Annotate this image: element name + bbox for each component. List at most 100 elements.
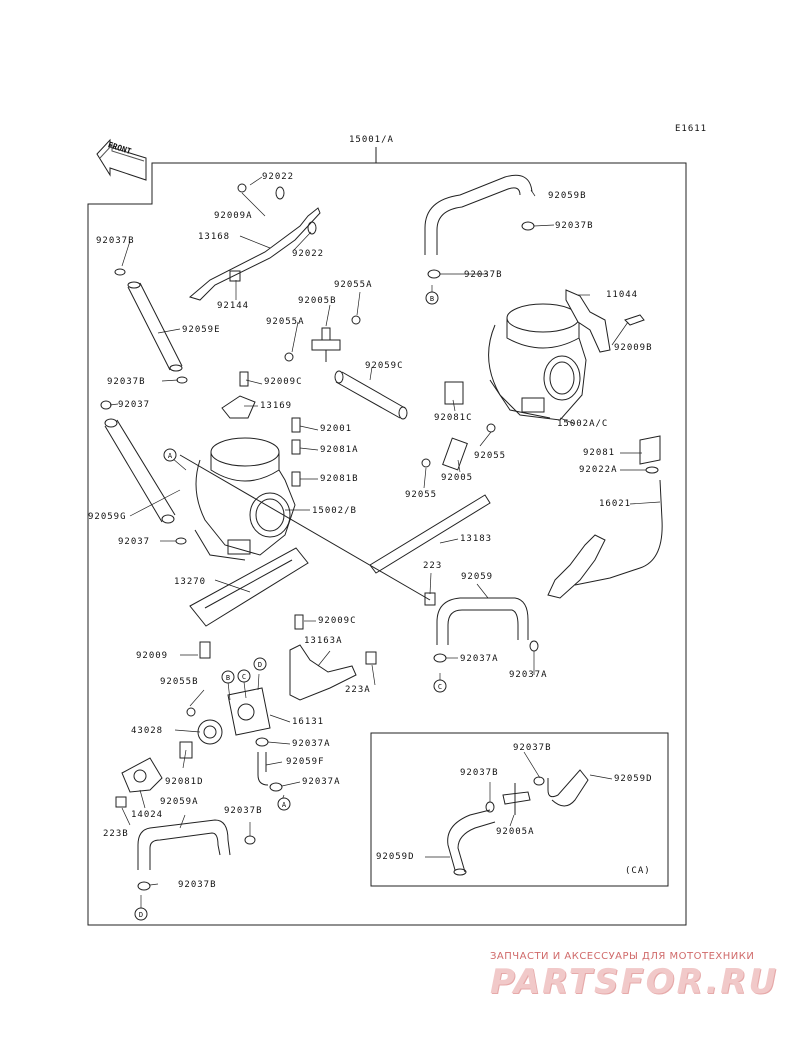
ca-label-92037B-b: 92037B bbox=[460, 768, 499, 778]
label-11044: 11044 bbox=[606, 290, 639, 300]
label-92081A: 92081A bbox=[320, 445, 359, 455]
callout-c-1-text: C bbox=[438, 683, 442, 691]
label-92037-a: 92037 bbox=[118, 400, 151, 410]
callout-c-2-text: C bbox=[242, 673, 246, 681]
label-92037-b: 92037 bbox=[118, 537, 151, 547]
label-223: 223 bbox=[423, 561, 443, 571]
label-92009A: 92009A bbox=[214, 211, 253, 221]
callout-d-1 bbox=[134, 907, 148, 921]
hose-92059 bbox=[436, 597, 529, 645]
callout-b-1 bbox=[425, 291, 439, 305]
callout-a-2-text: A bbox=[282, 801, 287, 809]
carburetor-15002B bbox=[194, 437, 296, 561]
hose-92059C bbox=[335, 371, 406, 419]
callout-b-1-text: B bbox=[430, 295, 434, 303]
label-92001: 92001 bbox=[320, 424, 353, 434]
label-92081C: 92081C bbox=[434, 413, 473, 423]
callout-c-1 bbox=[433, 679, 447, 693]
label-13183: 13183 bbox=[460, 534, 493, 544]
label-92009: 92009 bbox=[136, 651, 169, 661]
label-92022-b: 92022 bbox=[292, 249, 325, 259]
hose-92059B bbox=[424, 174, 533, 255]
callout-d-2-text: D bbox=[258, 661, 262, 669]
hose-92059A bbox=[137, 819, 231, 870]
label-223B: 223B bbox=[103, 829, 129, 839]
ca-label-92059D-b: 92059D bbox=[376, 852, 415, 862]
label-92037A-b: 92037A bbox=[509, 670, 548, 680]
label-92022: 92022 bbox=[262, 172, 295, 182]
bracket-13163A bbox=[289, 644, 357, 701]
label-92037A-c: 92037A bbox=[292, 739, 331, 749]
label-43028: 43028 bbox=[131, 726, 164, 736]
label-92081D: 92081D bbox=[165, 777, 204, 787]
label-92037B-a: 92037B bbox=[96, 236, 135, 246]
label-15002AC: 15002A/C bbox=[557, 419, 609, 429]
ca-label-92059D-a: 92059D bbox=[614, 774, 653, 784]
callout-a-1 bbox=[163, 448, 177, 462]
label-13270: 13270 bbox=[174, 577, 207, 587]
plate-13270 bbox=[189, 547, 309, 627]
label-15002B: 15002/B bbox=[312, 506, 357, 516]
label-16131: 16131 bbox=[292, 717, 325, 727]
watermark-tagline: ЗАПЧАСТИ И АКСЕССУАРЫ ДЛЯ МОТОТЕХНИКИ bbox=[490, 951, 755, 962]
cable-16021 bbox=[574, 479, 663, 586]
label-92055-a: 92055 bbox=[474, 451, 507, 461]
label-92037B-e: 92037B bbox=[555, 221, 594, 231]
ca-label-92005A: 92005A bbox=[496, 827, 535, 837]
ca-label-92037B-a: 92037B bbox=[513, 743, 552, 753]
callout-d-1-text: D bbox=[139, 911, 143, 919]
label-92037A-a: 92037A bbox=[460, 654, 499, 664]
label-13163A: 13163A bbox=[304, 636, 343, 646]
tee-92005B bbox=[311, 327, 341, 362]
callout-d-2 bbox=[253, 657, 267, 671]
label-16021: 16021 bbox=[599, 499, 632, 509]
label-92055A-b: 92055A bbox=[266, 317, 305, 327]
label-92055-b: 92055 bbox=[405, 490, 438, 500]
bracket-11044 bbox=[565, 289, 611, 353]
label-92059: 92059 bbox=[461, 572, 494, 582]
label-92144: 92144 bbox=[217, 301, 250, 311]
assembly-frame bbox=[87, 162, 687, 926]
diagram-code: E1611 bbox=[675, 124, 708, 134]
label-92059A: 92059A bbox=[160, 797, 199, 807]
front-arrow-icon bbox=[96, 138, 147, 181]
carburetor-15002AC bbox=[488, 303, 587, 421]
ca-inset-box bbox=[370, 732, 669, 887]
label-223A: 223A bbox=[345, 685, 371, 695]
label-92037A-d: 92037A bbox=[302, 777, 341, 787]
label-92059C: 92059C bbox=[365, 361, 404, 371]
callout-b-2-text: B bbox=[226, 674, 230, 682]
hose-92059E bbox=[127, 282, 183, 371]
label-13169: 13169 bbox=[260, 401, 293, 411]
ca-inset-label: (CA) bbox=[625, 866, 651, 876]
label-92055A-a: 92055A bbox=[334, 280, 373, 290]
label-92037B-b: 92037B bbox=[107, 377, 146, 387]
callout-a-2 bbox=[277, 797, 291, 811]
label-92022A: 92022A bbox=[579, 465, 618, 475]
bracket-13169 bbox=[221, 395, 256, 419]
label-92055B: 92055B bbox=[160, 677, 199, 687]
label-92081: 92081 bbox=[583, 448, 616, 458]
label-92059E: 92059E bbox=[182, 325, 221, 335]
rod-13183 bbox=[369, 494, 491, 574]
label-92009C-b: 92009C bbox=[318, 616, 357, 626]
label-92037B-d: 92037B bbox=[178, 880, 217, 890]
label-13168: 13168 bbox=[198, 232, 231, 242]
ca-hose-upper bbox=[547, 769, 589, 807]
label-92059G: 92059G bbox=[88, 512, 127, 522]
cover-14024 bbox=[121, 757, 163, 793]
callout-b-2 bbox=[221, 670, 235, 684]
ca-hose-lower bbox=[447, 809, 496, 873]
label-92059B: 92059B bbox=[548, 191, 587, 201]
label-92037B-c: 92037B bbox=[224, 806, 263, 816]
label-92009C-a: 92009C bbox=[264, 377, 303, 387]
label-15001A: 15001/A bbox=[349, 135, 394, 145]
label-92081B: 92081B bbox=[320, 474, 359, 484]
ca-tee-92005A bbox=[502, 783, 531, 815]
callout-a-1-text: A bbox=[168, 452, 173, 460]
hose-92059F bbox=[257, 752, 269, 786]
label-92037B-f: 92037B bbox=[464, 270, 503, 280]
fitting-16131 bbox=[227, 687, 271, 736]
label-92005B: 92005B bbox=[298, 296, 337, 306]
label-92059F: 92059F bbox=[286, 757, 325, 767]
